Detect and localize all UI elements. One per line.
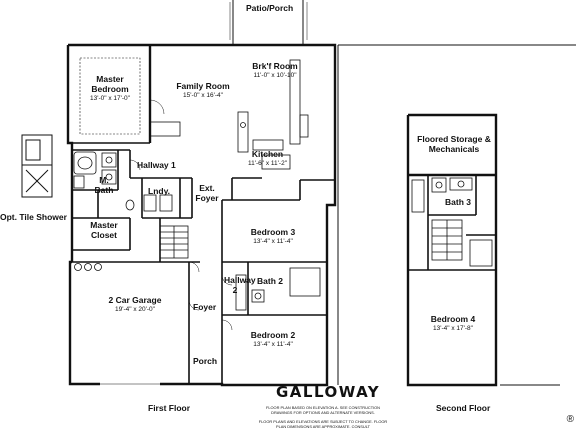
breakfast-room-name: Brk'f Room bbox=[252, 61, 298, 71]
bedroom4-label: Bedroom 4 13'-4" x 17'-8" bbox=[420, 314, 486, 332]
hallway2-label: Hallway 2 bbox=[224, 275, 256, 296]
bedroom2-label: Bedroom 2 13'-4" x 11'-4" bbox=[240, 330, 306, 348]
floored-storage-name: Floored Storage & Mechanicals bbox=[417, 134, 491, 154]
bedroom2-name: Bedroom 2 bbox=[250, 330, 296, 340]
bedroom4-name: Bedroom 4 bbox=[430, 314, 476, 324]
m-bath-name: M. Bath bbox=[94, 175, 114, 195]
porch-label: Porch bbox=[193, 356, 218, 366]
m-bath-label: M. Bath bbox=[92, 175, 116, 196]
kitchen-name: Kitchen bbox=[251, 149, 284, 159]
kitchen-dims: 11'-6" x 11'-2" bbox=[247, 159, 287, 167]
bedroom3-dims: 13'-4" x 11'-4" bbox=[253, 237, 293, 245]
first-floor-stairs bbox=[159, 225, 189, 259]
master-bedroom-label: Master Bedroom 13'-0" x 17'-0" bbox=[80, 74, 140, 102]
family-room-name: Family Room bbox=[176, 81, 230, 91]
kitchen-label: Kitchen 11'-6" x 11'-2" bbox=[240, 149, 295, 167]
garage-label: 2 Car Garage 19'-4" x 20'-0" bbox=[95, 295, 175, 313]
dimensions-note: FLOOR PLANS AND ELEVATIONS ARE SUBJECT T… bbox=[258, 419, 388, 429]
laundry-label: Lndy. bbox=[148, 186, 171, 196]
hallway2-name: Hallway 2 bbox=[224, 275, 256, 295]
breakfast-room-dims: 11'-0" x 10'-10" bbox=[253, 71, 297, 79]
garage-name: 2 Car Garage bbox=[108, 295, 162, 305]
garage-dims: 19'-4" x 20'-0" bbox=[115, 305, 155, 313]
master-closet-name: Master Closet bbox=[90, 220, 118, 240]
ext-foyer-name: Ext. Foyer bbox=[195, 183, 219, 203]
door-swings bbox=[129, 99, 233, 331]
bedroom3-label: Bedroom 3 13'-4" x 11'-4" bbox=[240, 227, 306, 245]
family-room-label: Family Room 15'-0" x 16'-4" bbox=[168, 81, 238, 99]
patio-outline bbox=[229, 0, 308, 44]
construction-note: FLOOR PLAN BASED ON ELEVATION A. SEE CON… bbox=[265, 405, 380, 415]
bath3-label: Bath 3 bbox=[445, 197, 471, 207]
first-floor-caption: First Floor bbox=[148, 403, 191, 413]
master-bedroom-name: Master Bedroom bbox=[91, 74, 129, 94]
bedroom2-dims: 13'-4" x 11'-4" bbox=[253, 340, 293, 348]
bedroom3-name: Bedroom 3 bbox=[250, 227, 296, 237]
second-floor-exterior-walls bbox=[406, 113, 498, 387]
plan-title: GALLOWAY bbox=[276, 383, 381, 401]
opt-tile-shower-label: Opt. Tile Shower bbox=[0, 212, 67, 222]
second-floor-caption: Second Floor bbox=[436, 403, 491, 413]
bedroom4-dims: 13'-4" x 17'-8" bbox=[433, 324, 473, 332]
second-floor-roofline bbox=[337, 44, 576, 386]
breakfast-room-label: Brk'f Room 11'-0" x 10'-10" bbox=[245, 61, 305, 79]
bath2-label: Bath 2 bbox=[257, 276, 283, 286]
hallway1-label: Hallway 1 bbox=[137, 160, 176, 170]
kitchen-fixtures bbox=[149, 59, 309, 170]
garage-items bbox=[74, 263, 160, 386]
patio-label: Patio/Porch bbox=[246, 3, 294, 13]
master-bedroom-dims: 13'-0" x 17'-0" bbox=[90, 94, 130, 102]
master-closet-label: Master Closet bbox=[82, 220, 126, 241]
opt-tile-shower-drawing bbox=[21, 134, 53, 198]
registered-mark: ® bbox=[566, 414, 574, 425]
ext-foyer-label: Ext. Foyer bbox=[193, 183, 221, 204]
second-floor-interior-walls bbox=[408, 175, 496, 271]
family-room-dims: 15'-0" x 16'-4" bbox=[183, 91, 223, 99]
floored-storage-label: Floored Storage & Mechanicals bbox=[414, 134, 494, 155]
second-floor-fixtures bbox=[411, 177, 493, 267]
master-bed-area bbox=[79, 57, 141, 135]
foyer-label: Foyer bbox=[193, 302, 217, 312]
bath-fixtures-first bbox=[73, 151, 321, 311]
